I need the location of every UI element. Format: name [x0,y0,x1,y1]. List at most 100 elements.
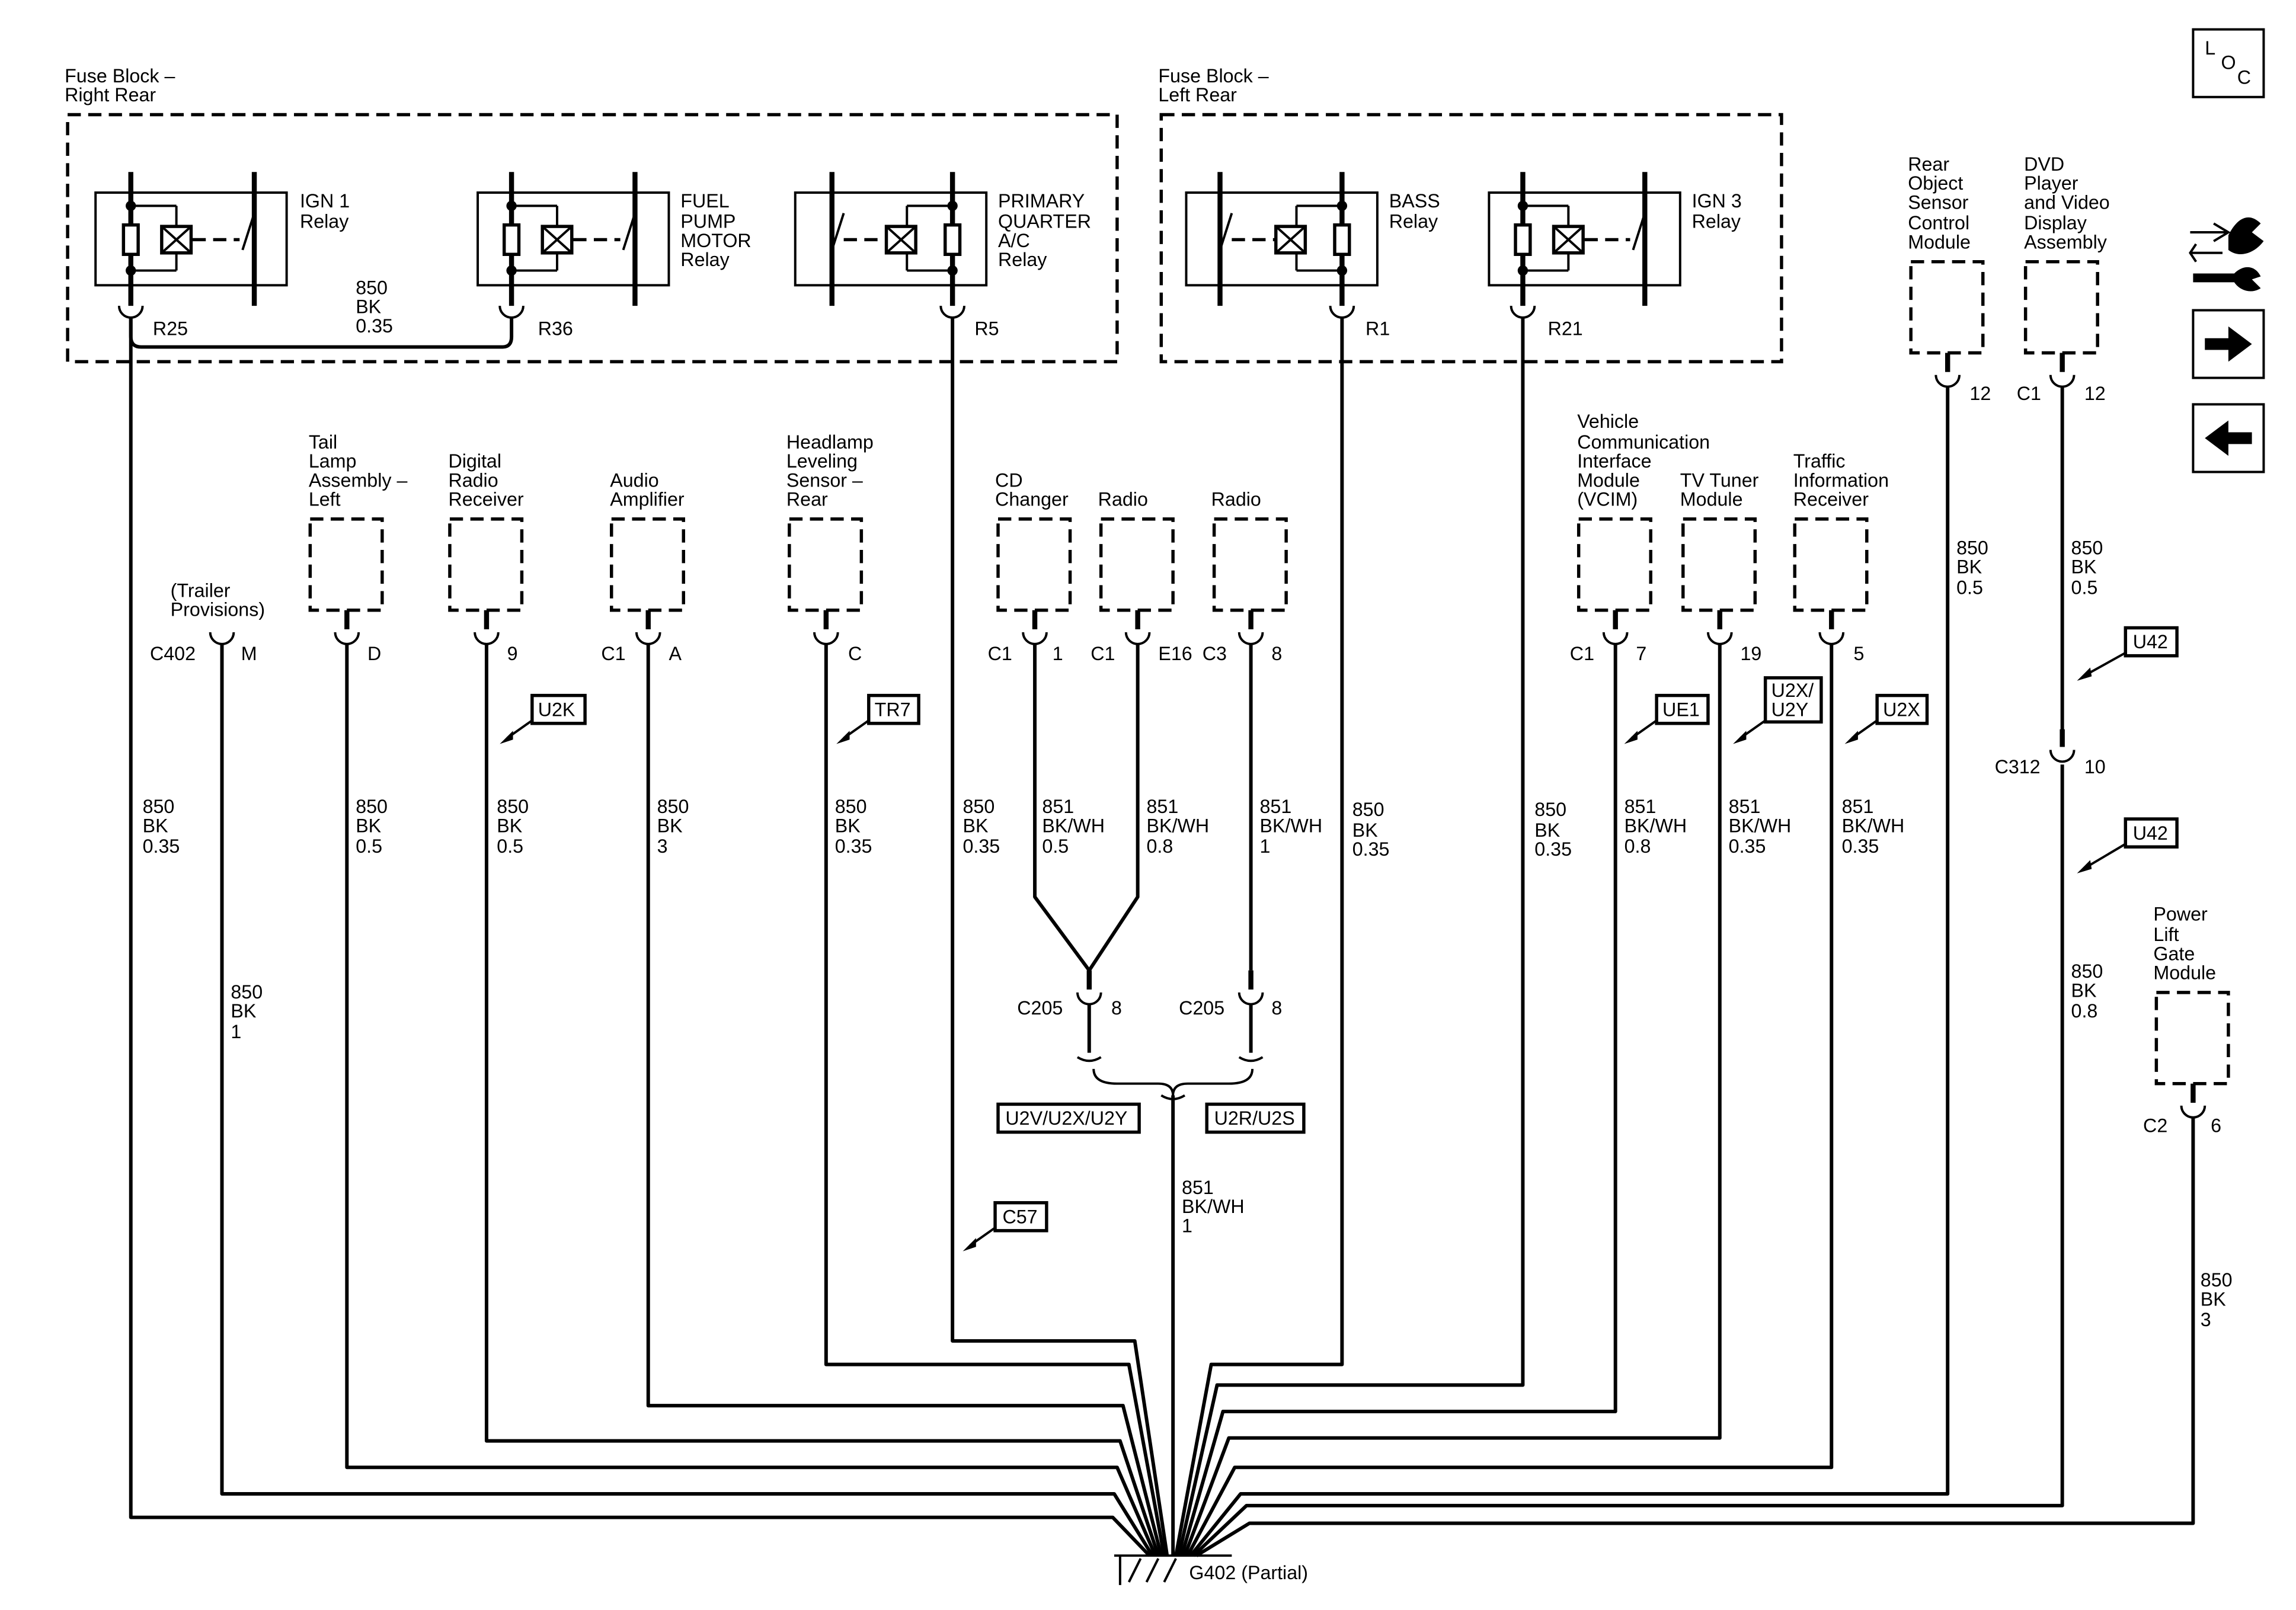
relay-ign1: IGN 1 Relay R25 [94,172,350,340]
fuse-block-left-rear: Fuse Block – Left Rear [1158,65,1783,364]
module-label: Radio [1098,489,1148,510]
module-traffic-info: Traffic Information Receiver 5 [1793,450,1889,664]
module-label: Player [2024,172,2078,194]
module-label: Digital [448,450,501,472]
relay-bass: BASS Relay R1 [1185,172,1440,340]
wire-color-label: BK [835,815,861,836]
wire-label-ign3: 850 BK 0.35 [1534,799,1572,860]
wire-circuit-label: 851 [1842,796,1874,817]
pin-label: M [241,643,257,664]
module-label: Radio [1211,489,1261,510]
option-tag-u2k: U2K [500,693,587,744]
wire-gauge-label: 3 [2201,1309,2211,1330]
wire-color-label: BK [2071,556,2097,578]
option-tag-ue1: UE1 [1624,693,1710,744]
option-tag-text: U2K [538,699,575,720]
wire-gauge-label: 0.35 [963,836,1000,857]
wire-gauge-label: 0.8 [1147,836,1173,857]
wire-circuit-label: 851 [1625,796,1657,817]
relay-label: MOTOR [680,230,751,251]
trailer-provisions: (Trailer Provisions) C402 M [150,580,265,664]
jumper-wire-r25-r36: 850 BK 0.35 [129,277,514,349]
connector-label: C3 [1203,643,1227,664]
connector-c205-left-pin: 8 [1111,997,1122,1019]
module-label: Headlamp [786,431,874,453]
wire-color-label: BK/WH [1042,815,1105,836]
module-label: Provisions) [171,599,265,620]
module-dvd-player: DVD Player and Video Display Assembly C1… [2017,153,2110,404]
option-tag-tr7: TR7 [836,693,920,744]
module-label: Receiver [448,489,523,510]
option-tag-u42-upper: U42 [2077,626,2179,681]
fuse-block-title: Fuse Block – [1158,65,1268,87]
arrow-left-button[interactable] [2192,403,2265,473]
wire-circuit-label: 850 [835,796,867,817]
module-label: Changer [995,489,1069,510]
module-label: Module [1680,489,1743,510]
module-radio-1: Radio C1 E16 [1091,489,1192,665]
module-label: Rear [786,489,828,510]
module-label: Information [1793,469,1889,491]
module-label: Left [309,489,341,510]
wire-color-label: BK [1352,820,1378,841]
terminal-label: R1 [1366,318,1390,340]
wire-gauge-label: 0.35 [835,836,872,857]
tool-icon[interactable] [2189,217,2264,292]
option-tag-text: U2V/U2X/U2Y [1005,1108,1127,1129]
relay-label: Relay [300,211,349,232]
relay-label: QUARTER [998,211,1091,232]
wire-color-label: BK/WH [1842,815,1905,836]
loc-letter-c: C [2237,66,2251,88]
module-label: Audio [610,469,658,491]
module-rear-object-sensor: Rear Object Sensor Control Module 12 [1908,153,1991,404]
wire-color-label: BK [657,815,683,836]
module-label: TV Tuner [1680,469,1759,491]
terminal-label: R21 [1548,318,1583,340]
module-label: Lamp [309,450,357,472]
wire-color-label: BK [231,1000,256,1022]
pin-label: C [848,643,862,664]
wire-gauge-label: 0.5 [356,836,382,857]
wire-label-lift-gate: 850 BK 3 [2201,1269,2233,1330]
wire-color-label: BK [356,296,381,318]
module-label: Tail [309,431,337,453]
module-label: Assembly – [309,469,408,491]
connector-label: C1 [988,643,1012,664]
wire-label-vcim: 851 BK/WH 0.8 [1625,796,1687,857]
module-cd-changer: CD Changer C1 1 [988,469,1072,664]
wire-label-ign1: 850 BK 0.35 [143,796,180,857]
option-tag-text: TR7 [875,699,911,720]
loc-button[interactable]: L O C [2192,28,2265,98]
pin-label: 1 [1053,643,1063,664]
wire-circuit-label: 850 [1352,799,1384,820]
module-label: DVD [2024,153,2064,175]
fuse-block-title: Left Rear [1158,84,1237,105]
pin-label: 8 [1271,643,1282,664]
arrow-right-icon [2205,326,2252,362]
arrow-left-icon [2205,420,2252,456]
module-label: CD [995,469,1023,491]
relay-label: PRIMARY [998,190,1085,212]
terminal-label: R5 [974,318,999,340]
wire-circuit-label: 850 [1534,799,1566,820]
module-label: Sensor – [786,469,863,491]
wire-gauge-label: 0.35 [1352,838,1390,860]
pin-label: 12 [1969,383,1991,404]
module-audio-amplifier: Audio Amplifier C1 A [601,469,685,664]
connector-label: C1 [2017,383,2041,404]
arrow-right-button[interactable] [2192,309,2265,379]
pin-label: 19 [1741,643,1762,664]
wire-label-audio-amp: 850 BK 3 [657,796,689,857]
module-radio-2: Radio C3 8 [1203,489,1288,664]
relay-ign3: IGN 3 Relay R21 [1488,172,1742,340]
module-label: Sensor [1908,191,1968,213]
module-digital-radio: Digital Radio Receiver 9 [448,450,524,664]
module-label: Lift [2153,924,2179,945]
module-label: Leveling [786,450,858,472]
wire-circuit-label: 850 [1956,537,1988,558]
relay-fuel-pump: FUEL PUMP MOTOR Relay R36 [477,172,752,340]
wire-circuit-label: 850 [231,981,263,1003]
option-tag-text: U2X/ [1771,680,1814,701]
terminal-label: R36 [538,318,573,340]
module-label: (Trailer [171,580,231,601]
